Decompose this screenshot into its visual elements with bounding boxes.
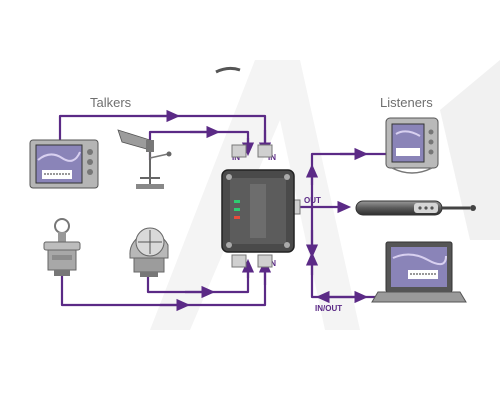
background-watermark-right (440, 60, 500, 240)
wires (58, 109, 387, 312)
talkers-heading: Talkers (90, 95, 132, 110)
wind-vane-icon (117, 129, 172, 189)
usb-cable-icon (355, 200, 476, 216)
laptop-icon (371, 241, 467, 303)
listeners-heading: Listeners (380, 95, 433, 110)
top-mark (215, 66, 241, 74)
port-in-out: IN/OUT (315, 304, 342, 313)
nmea-multiplexer-icon (221, 144, 301, 268)
compass-icon (129, 227, 169, 277)
port-out: OUT (304, 196, 321, 205)
instrument-display-icon (385, 117, 439, 174)
transducer-icon (43, 218, 81, 276)
chartplotter-icon (29, 139, 99, 189)
background-watermark (150, 60, 360, 330)
